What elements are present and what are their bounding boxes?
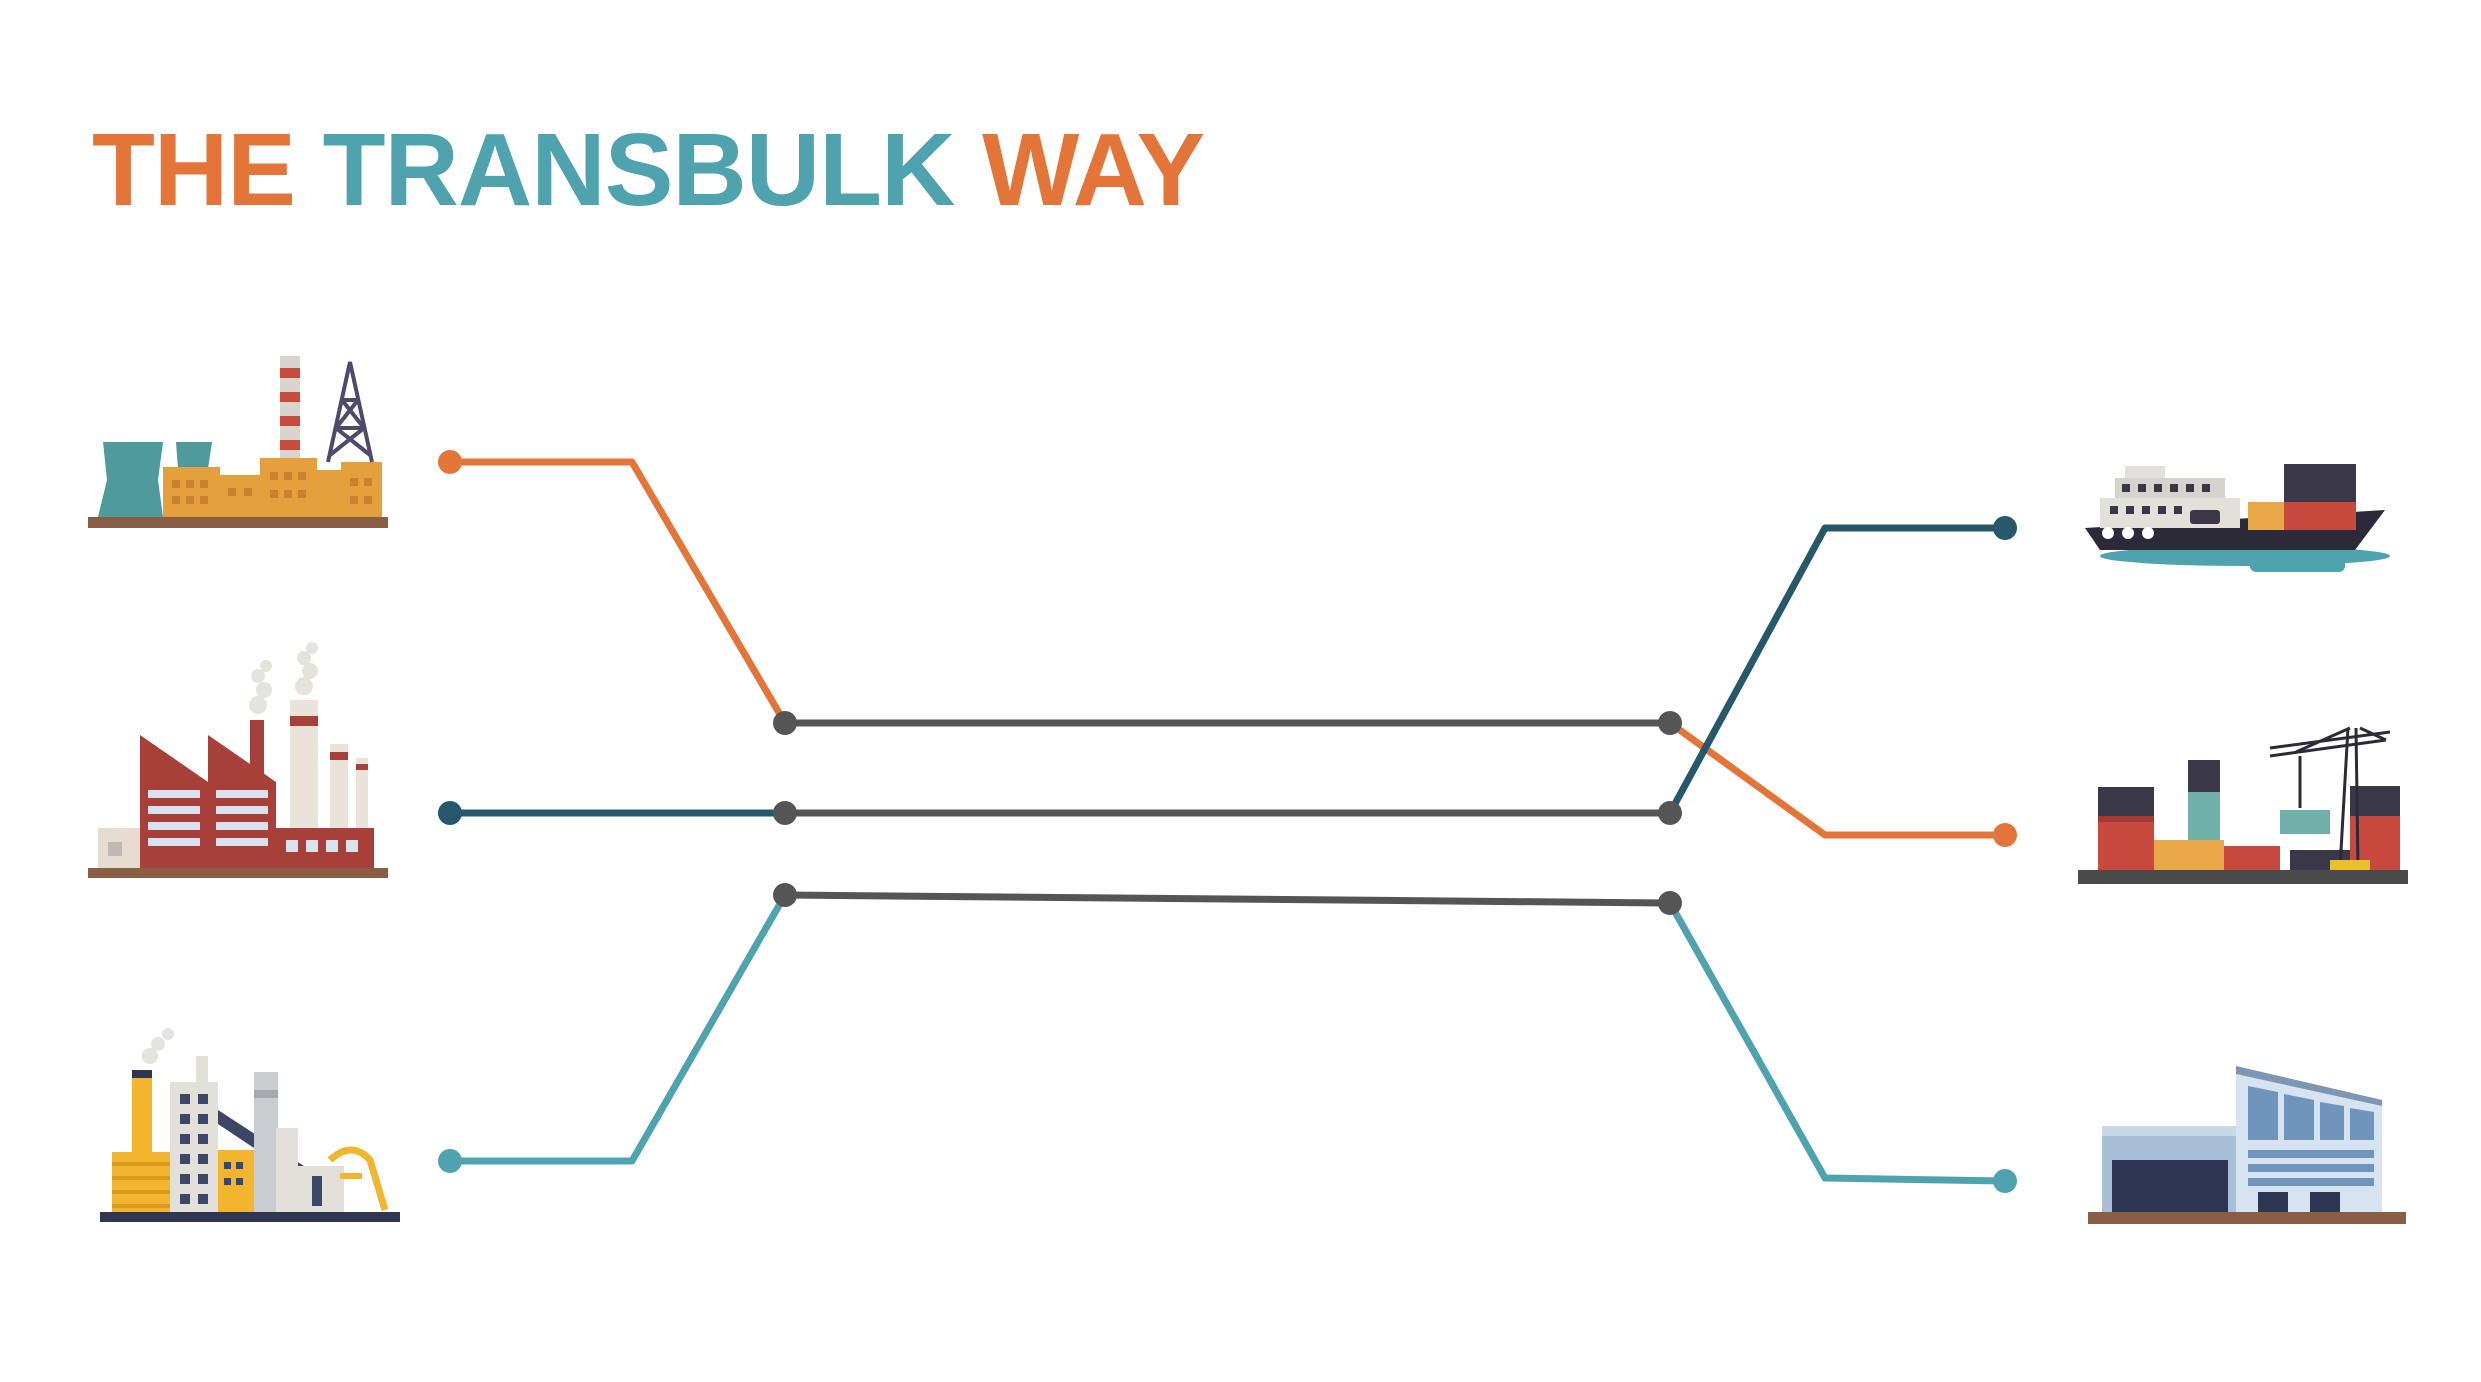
flow-lines	[438, 450, 2017, 1193]
title-word-the: THE	[92, 112, 296, 227]
hub-node-right-bottom	[1658, 891, 1682, 915]
dest-node-ship	[1993, 516, 2017, 540]
route-line-orange	[450, 458, 789, 725]
route-line-orange-out	[1667, 720, 2005, 839]
hub-node-right-middle	[1658, 801, 1682, 825]
route-line-teal-out	[1666, 901, 2006, 1185]
processing-plant-icon	[100, 1028, 400, 1222]
trunk-line-bottom	[784, 891, 1671, 907]
source-node-processing	[438, 1149, 462, 1173]
hub-node-right-top	[1658, 711, 1682, 735]
hub-node-left-middle	[773, 801, 797, 825]
warehouse-icon	[2088, 1066, 2406, 1224]
source-node-power-plant	[438, 450, 462, 474]
factory-icon	[88, 642, 388, 878]
hub-node-left-top	[773, 711, 797, 735]
route-line-navy-out	[1666, 524, 2005, 815]
source-node-factory	[438, 801, 462, 825]
cargo-ship-icon	[2085, 464, 2390, 572]
dest-node-warehouse	[1993, 1169, 2017, 1193]
container-port-icon	[2078, 726, 2408, 884]
dest-node-port	[1993, 823, 2017, 847]
hub-node-left-bottom	[773, 883, 797, 907]
title-word-way: WAY	[982, 112, 1205, 227]
title-word-transbulk: TRANSBULK	[322, 112, 956, 227]
route-line-teal	[450, 893, 789, 1165]
page-title: THE TRANSBULK WAY	[92, 118, 1205, 221]
power-plant-icon	[88, 356, 388, 528]
